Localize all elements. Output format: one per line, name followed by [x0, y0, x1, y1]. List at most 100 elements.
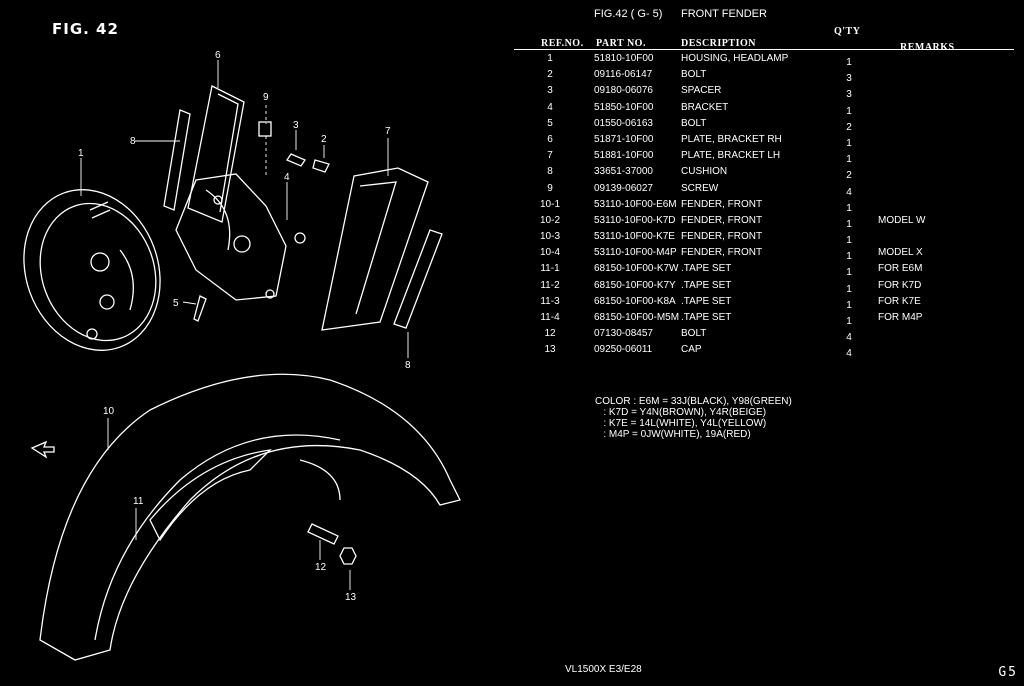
- ref-cell: 10-4: [539, 247, 560, 259]
- ref-cell: 4: [547, 101, 553, 113]
- plate-bracket-rh-drawing: [187, 85, 245, 223]
- part-number-cell: 51871-10F00: [594, 133, 654, 145]
- part-number-cell: 68150-10F00-K8A: [594, 295, 676, 307]
- header-rule: [514, 49, 1014, 50]
- footer-model: VL1500X E3/E28: [565, 664, 642, 675]
- quantity-cell: 4: [846, 348, 852, 360]
- color-note-line: : M4P = 0JW(WHITE), 19A(RED): [595, 429, 751, 440]
- description-cell: FENDER, FRONT: [681, 231, 763, 243]
- headlamp-housing-drawing: [23, 189, 161, 351]
- callout-12: 12: [315, 562, 327, 573]
- remarks-cell: FOR M4P: [878, 312, 923, 323]
- ref-cell: 11-4: [540, 312, 560, 323]
- part-number-cell: 09180-06076: [594, 85, 653, 97]
- quantity-cell: 1: [846, 283, 852, 295]
- column-header-remarks: REMARKS: [900, 42, 955, 53]
- ref-cell: 6: [547, 133, 553, 145]
- description-cell: BRACKET: [681, 101, 729, 113]
- part-number-cell: 68150-10F00-K7Y: [594, 279, 676, 291]
- column-header-part: PART NO.: [596, 38, 646, 49]
- ref-cell: 10-1: [539, 198, 560, 210]
- ref-cell: 11-2: [540, 279, 560, 291]
- quantity-cell: 1: [846, 251, 852, 263]
- bracket-drawing: [175, 173, 306, 301]
- part-number-cell: 53110-10F00-M4P: [594, 247, 677, 259]
- description-cell: CUSHION: [681, 166, 728, 178]
- front-arrow-drawing: [30, 440, 55, 459]
- ref-cell: 8: [547, 166, 553, 178]
- page-number: G5: [998, 665, 1018, 680]
- description-cell: .TAPE SET: [681, 279, 732, 291]
- quantity-cell: 1: [846, 218, 852, 230]
- part-number-cell: 53110-10F00-K7D: [594, 214, 676, 226]
- quantity-cell: 4: [846, 186, 852, 198]
- plate-bracket-lh-drawing: [321, 167, 429, 331]
- part-number-cell: 51881-10F00: [594, 150, 654, 162]
- quantity-cell: 1: [846, 105, 852, 117]
- callout-4: 4: [284, 172, 290, 183]
- ref-cell: 5: [547, 117, 553, 129]
- description-cell: .TAPE SET: [681, 295, 732, 307]
- description-cell: PLATE, BRACKET LH: [681, 150, 781, 162]
- ref-cell: 10-2: [539, 214, 560, 226]
- part-number-cell: 68150-10F00-K7W: [594, 263, 679, 275]
- remarks-cell: FOR E6M: [878, 263, 923, 275]
- callout-11: 11: [133, 496, 144, 507]
- part-number-cell: 09139-06027: [594, 182, 653, 194]
- remarks-cell: FOR K7D: [878, 279, 922, 291]
- fasteners-drawing: [193, 121, 357, 565]
- ref-cell: 10-3: [539, 231, 560, 243]
- cushion-right-drawing: [393, 229, 443, 329]
- part-number-cell: 07130-08457: [594, 328, 653, 340]
- callout-8a: 8: [130, 136, 136, 147]
- part-number-cell: 53110-10F00-E6M: [594, 198, 677, 210]
- exploded-parts-diagram: 1 2 3 4 5 6 7 8 8 9 10 11 12 13: [23, 50, 461, 661]
- quantity-cell: 1: [846, 137, 852, 149]
- callout-9: 9: [263, 92, 269, 103]
- quantity-cell: 1: [846, 235, 852, 247]
- description-cell: FENDER, FRONT: [681, 198, 763, 210]
- quantity-cell: 3: [846, 73, 852, 85]
- part-number-cell: 51810-10F00: [594, 53, 654, 64]
- figure-reference: FIG.42 ( G- 5): [594, 8, 663, 20]
- description-cell: BOLT: [681, 117, 707, 129]
- page-title: FRONT FENDER: [681, 8, 767, 20]
- column-header-qty: Q'TY: [834, 26, 861, 37]
- ref-cell: 11-3: [540, 295, 560, 307]
- description-cell: FENDER, FRONT: [681, 247, 763, 259]
- ref-cell: 1: [547, 53, 553, 64]
- description-cell: FENDER, FRONT: [681, 214, 763, 226]
- part-number-cell: 53110-10F00-K7E: [594, 231, 675, 243]
- color-notes: COLOR : E6M = 33J(BLACK), Y98(GREEN) : K…: [595, 396, 792, 440]
- leader-lines: [80, 60, 409, 590]
- description-cell: .TAPE SET: [681, 312, 732, 323]
- ref-cell: 13: [544, 344, 556, 356]
- column-header-ref: REF.NO.: [541, 38, 584, 49]
- quantity-cell: 1: [846, 154, 852, 166]
- callout-3: 3: [293, 120, 299, 131]
- quantity-cell: 4: [846, 332, 852, 344]
- ref-cell: 3: [547, 85, 553, 97]
- description-cell: BOLT: [681, 328, 707, 340]
- callout-1: 1: [78, 148, 84, 159]
- callout-10: 10: [103, 406, 115, 417]
- quantity-cell: 1: [846, 57, 852, 68]
- ref-cell: 2: [547, 69, 553, 81]
- callout-2: 2: [321, 134, 327, 145]
- callout-6: 6: [215, 50, 221, 61]
